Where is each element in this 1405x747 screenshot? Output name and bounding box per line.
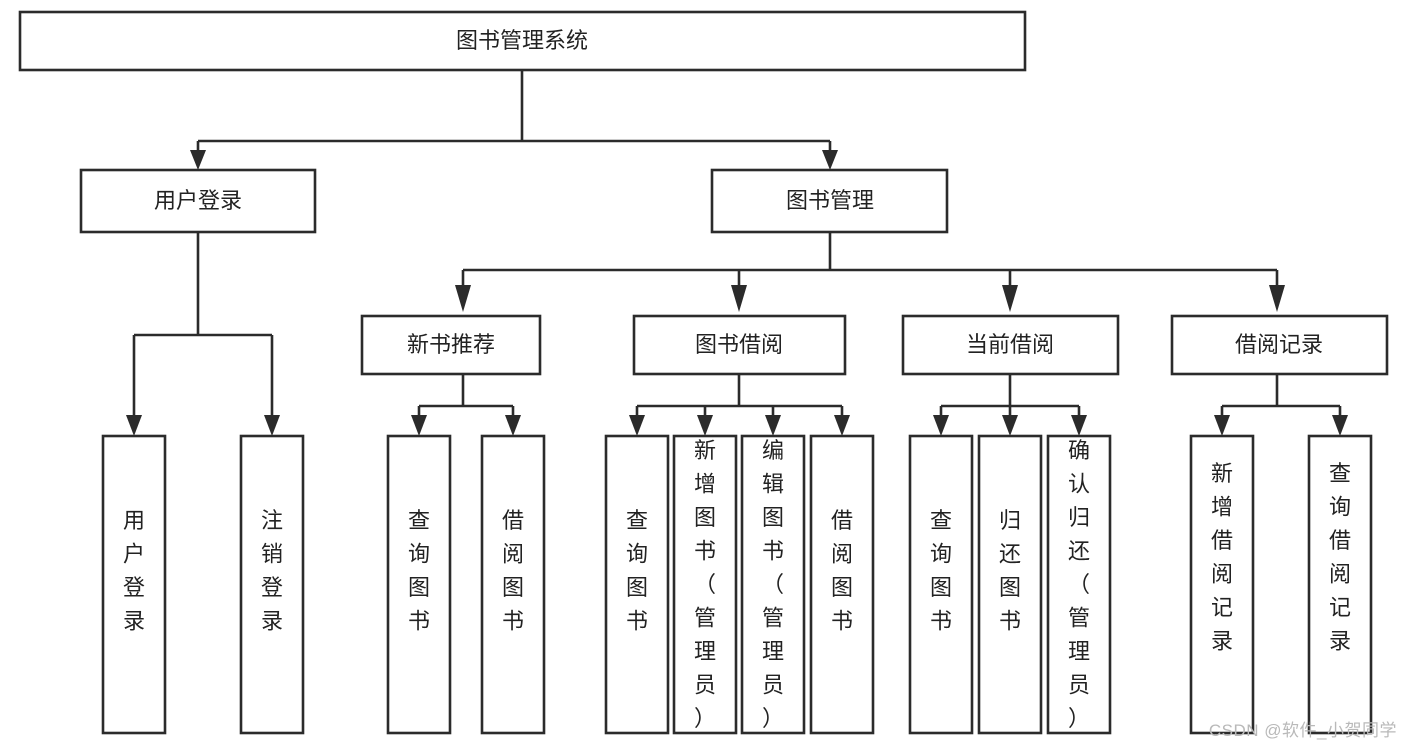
leaf-node-newbook-query-book[interactable]: 查询图书 [386,434,452,735]
leaf-node-user-login-logout[interactable]: 注销登录 [239,434,305,735]
node-user-login[interactable]: 用户登录 [79,168,317,234]
node-root-book-management-system[interactable]: 图书管理系统 [18,10,1027,72]
leaf-node-borrowrecord-query-record[interactable]: 查询借阅记录 [1307,434,1373,735]
arrow-head-icon [697,415,713,436]
leaf-box[interactable] [977,434,1043,735]
connector-group-new-book [411,374,521,436]
leaf-node-bookborrow-add-book[interactable]: 新增图书（管理员） [672,434,738,735]
leaf-label-vertical: 借阅图书 [502,508,524,634]
arrow-head-icon [455,285,471,312]
leaf-box[interactable] [672,434,738,735]
node-borrow-record-box[interactable] [1170,314,1389,376]
connector-group-borrow-record [1214,374,1348,436]
leaf-node-currentborrow-confirm-return[interactable]: 确认归还（管理员） [1046,434,1112,735]
leaf-label-vertical: 查询图书 [408,508,430,634]
node-user-login-label: 用户登录 [154,188,242,213]
leaf-label-vertical: 用户登录 [123,508,145,634]
node-book-management-label: 图书管理 [786,188,874,213]
arrow-head-icon [629,415,645,436]
node-root-label: 图书管理系统 [456,28,588,53]
connector-group-book-management [455,232,1285,312]
leaf-box[interactable] [809,434,875,735]
connector-group-current-borrow [933,374,1087,436]
arrow-head-icon [822,150,838,170]
arrow-head-icon [731,285,747,312]
arrow-head-icon [1269,285,1285,312]
node-user-login-box[interactable] [79,168,317,234]
leaf-box[interactable] [239,434,305,735]
leaf-box[interactable] [740,434,806,735]
arrow-head-icon [264,415,280,436]
leaf-label-vertical: 查询图书 [930,508,952,634]
leaf-box[interactable] [1189,434,1255,735]
leaf-box[interactable] [604,434,670,735]
leaf-node-bookborrow-borrow-book[interactable]: 借阅图书 [809,434,875,735]
leaf-box[interactable] [386,434,452,735]
connector-group-book-borrow [629,374,850,436]
leaf-box[interactable] [480,434,546,735]
node-borrow-record[interactable]: 借阅记录 [1170,314,1389,376]
arrow-head-icon [1071,415,1087,436]
node-root-box[interactable] [18,10,1027,72]
leaf-node-bookborrow-edit-book[interactable]: 编辑图书（管理员） [740,434,806,735]
arrow-head-icon [834,415,850,436]
arrow-head-icon [1332,415,1348,436]
arrow-head-icon [1002,415,1018,436]
node-new-book-recommend-box[interactable] [360,314,542,376]
arrow-head-icon [1214,415,1230,436]
node-book-management[interactable]: 图书管理 [710,168,949,234]
arrow-head-icon [411,415,427,436]
node-book-management-box[interactable] [710,168,949,234]
leaf-node-newbook-borrow-book[interactable]: 借阅图书 [480,434,546,735]
arrow-head-icon [126,415,142,436]
node-book-borrow[interactable]: 图书借阅 [632,314,847,376]
node-current-borrow-label: 当前借阅 [966,332,1054,357]
node-book-borrow-box[interactable] [632,314,847,376]
leaf-label-vertical: 借阅图书 [831,508,853,634]
leaf-box[interactable] [1307,434,1373,735]
leaf-label-vertical: 确认归还（管理员） [1068,438,1090,731]
connector-group-user-login [126,232,280,436]
arrow-head-icon [933,415,949,436]
node-current-borrow-box[interactable] [901,314,1120,376]
leaf-node-currentborrow-query-book[interactable]: 查询图书 [908,434,974,735]
node-new-book-recommend-label: 新书推荐 [407,332,495,357]
arrow-head-icon [765,415,781,436]
watermark-csdn: CSDN @软件_小贺同学 [1208,721,1397,740]
leaf-node-bookborrow-query-book[interactable]: 查询图书 [604,434,670,735]
arrow-head-icon [1002,285,1018,312]
node-book-borrow-label: 图书借阅 [695,332,783,357]
leaf-label-vertical: 归还图书 [999,508,1021,634]
connector-group-root [190,70,838,170]
leaf-label-vertical: 查询图书 [626,508,648,634]
leaf-label-vertical: 新增图书（管理员） [694,438,716,731]
leaf-box[interactable] [1046,434,1112,735]
arrow-head-icon [190,150,206,170]
node-current-borrow[interactable]: 当前借阅 [901,314,1120,376]
node-borrow-record-label: 借阅记录 [1235,332,1323,357]
arrow-head-icon [505,415,521,436]
leaf-box[interactable] [101,434,167,735]
leaf-label-vertical: 注销登录 [261,508,283,634]
leaf-node-borrowrecord-add-record[interactable]: 新增借阅记录 [1189,434,1255,735]
leaf-label-vertical: 新增借阅记录 [1211,461,1233,654]
leaf-node-user-login-login[interactable]: 用户登录 [101,434,167,735]
leaf-box[interactable] [908,434,974,735]
leaf-node-currentborrow-return-book[interactable]: 归还图书 [977,434,1043,735]
leaf-label-vertical: 查询借阅记录 [1329,461,1351,654]
node-new-book-recommend[interactable]: 新书推荐 [360,314,542,376]
leaf-label-vertical: 编辑图书（管理员） [762,438,784,731]
